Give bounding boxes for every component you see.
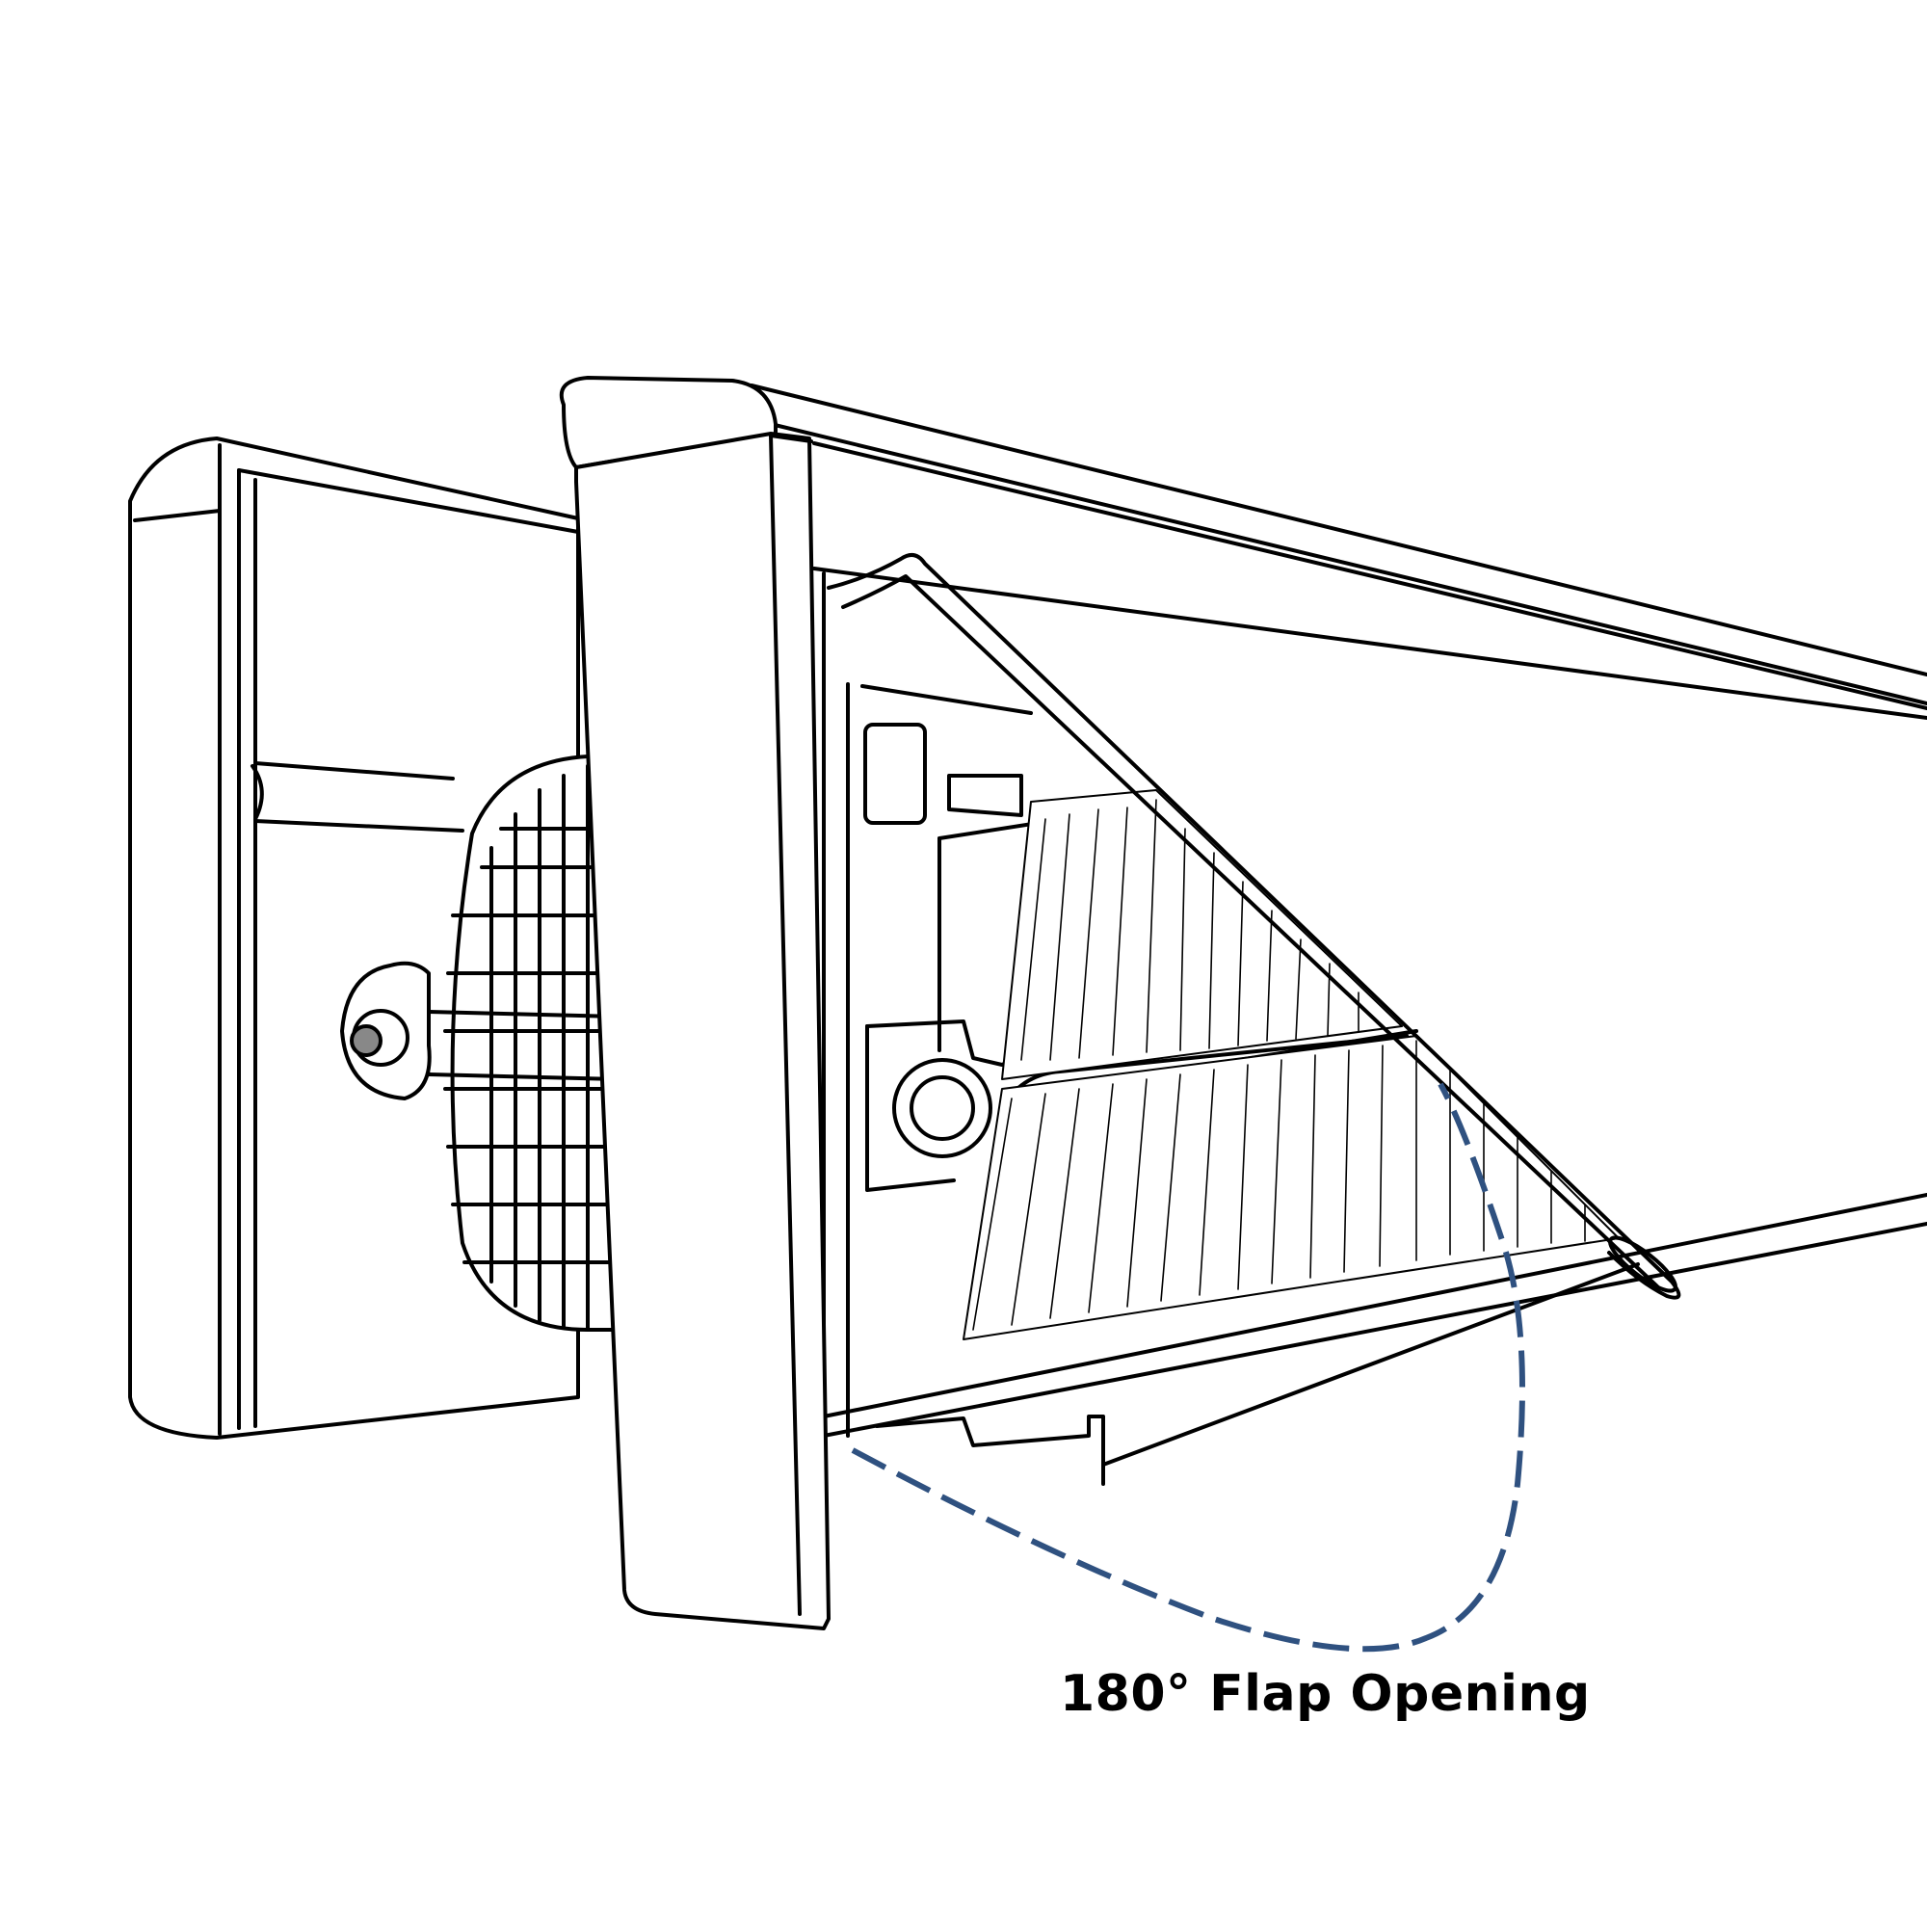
brush-bristles [963, 789, 1620, 1340]
flap-opening-arc [851, 1082, 1525, 1653]
mesh-drum [443, 754, 619, 1332]
front-end-cap [559, 376, 831, 1630]
flap-opening-caption: 180° Flap Opening [1060, 1665, 1591, 1723]
brush-strip-base [875, 1262, 1640, 1486]
wire-support-arm [827, 553, 1681, 1300]
axle-assembly [340, 961, 619, 1100]
